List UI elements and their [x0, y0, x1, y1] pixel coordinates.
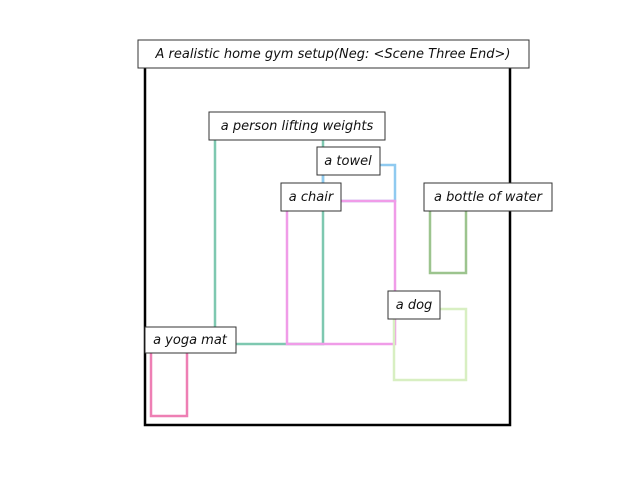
region-box-chair	[285, 199, 397, 346]
region-label-dog: a dog	[387, 290, 441, 320]
svg-text:a person lifting weights: a person lifting weights	[221, 119, 374, 134]
region-label-water: a bottle of water	[423, 182, 553, 212]
region-box-mat	[149, 342, 189, 418]
region-box-person	[213, 128, 325, 346]
region-label-mat: a yoga mat	[144, 326, 237, 354]
region-box-dog	[392, 307, 468, 382]
diagram-title-text: A realistic home gym setup(Neg: <Scene T…	[155, 47, 511, 62]
diagram-title: A realistic home gym setup(Neg: <Scene T…	[137, 39, 530, 69]
region-box-water	[428, 199, 468, 275]
region-label-towel: a towel	[316, 146, 381, 176]
svg-text:a dog: a dog	[396, 298, 433, 313]
region-label-person: a person lifting weights	[208, 111, 386, 141]
svg-text:a chair: a chair	[289, 190, 335, 205]
region-label-chair: a chair	[280, 182, 342, 212]
svg-text:a towel: a towel	[324, 154, 372, 169]
svg-text:a yoga mat: a yoga mat	[153, 333, 228, 348]
svg-text:a bottle of water: a bottle of water	[434, 190, 544, 205]
